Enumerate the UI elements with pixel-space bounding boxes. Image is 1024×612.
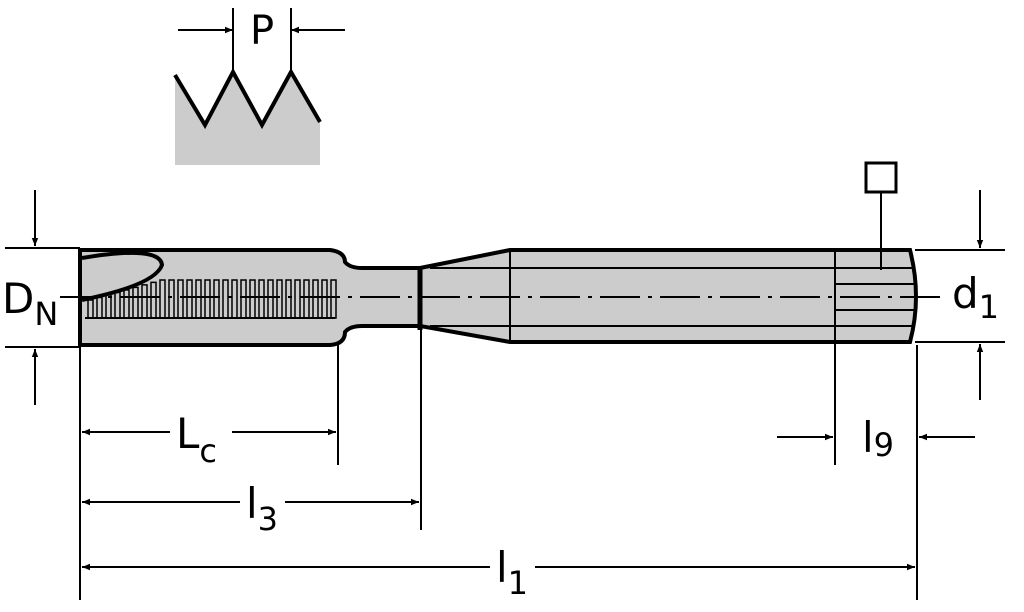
thread-profile: P [173, 8, 345, 165]
square-length-label: l9 [862, 413, 894, 464]
square-drive-symbol [864, 161, 898, 270]
extension-lines [5, 247, 1005, 600]
nominal-diameter-label: DN [2, 274, 58, 333]
total-length-label: l1 [496, 543, 528, 602]
chamfer-length-label: Lc [176, 409, 217, 470]
neck-length-label: l3 [246, 479, 278, 538]
pitch-label: P [250, 8, 274, 54]
tap-body [60, 248, 940, 347]
shank-diameter-label: d1 [952, 269, 999, 326]
